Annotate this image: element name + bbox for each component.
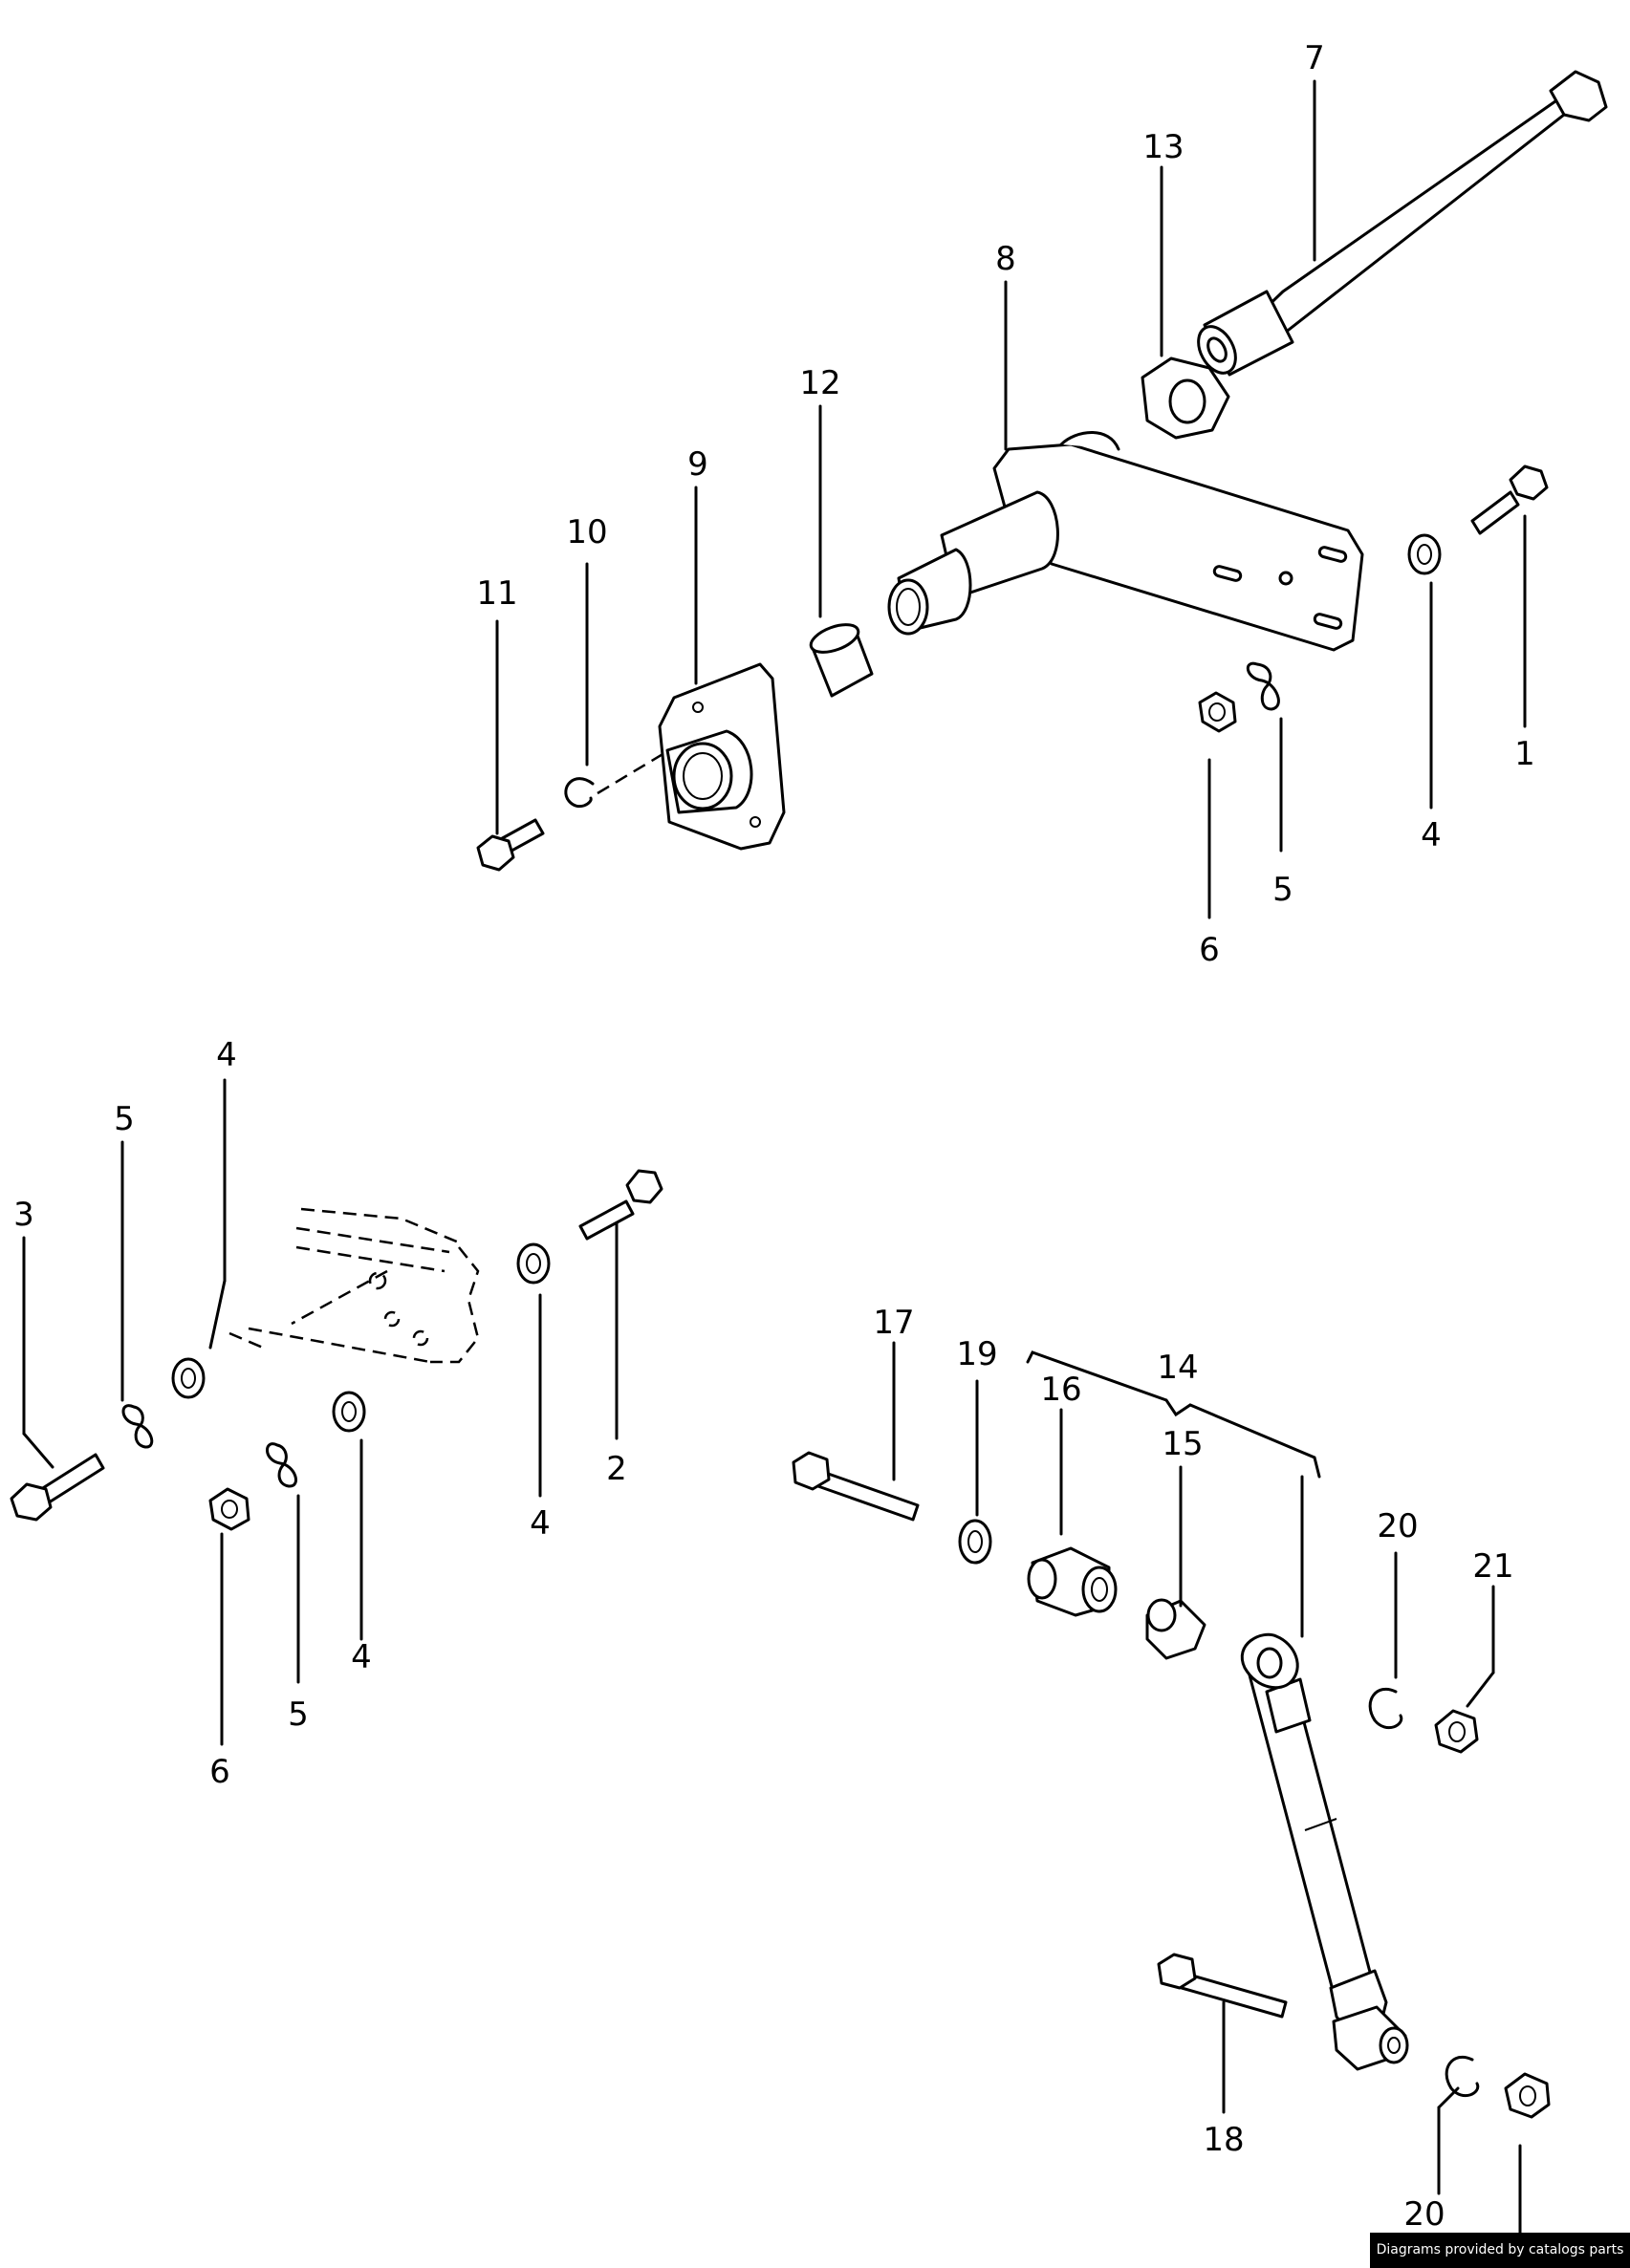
callout-1: 1: [1514, 735, 1535, 773]
callout-20-lower: 20: [1403, 2195, 1445, 2234]
hex-nut-lower: [1504, 2072, 1551, 2119]
callout-15: 15: [1162, 1425, 1203, 1463]
hex-nut-21: [1434, 1709, 1479, 1754]
callout-14: 14: [1157, 1349, 1198, 1387]
lock-washer-20-lower: [1445, 2055, 1480, 2098]
callout-19: 19: [956, 1335, 997, 1373]
callout-11: 11: [476, 574, 517, 613]
torsion-bar: [1197, 70, 1608, 377]
callout-10: 10: [566, 513, 607, 551]
callout-8: 8: [995, 240, 1016, 278]
shock-absorber: [1240, 1632, 1409, 2071]
bolt-1: [1470, 464, 1549, 535]
dash-10-9: [597, 748, 670, 795]
bushing: [809, 623, 874, 698]
callout-7: 7: [1304, 39, 1325, 77]
callout-16: 16: [1040, 1371, 1081, 1409]
spring-plate-arm: [887, 431, 1364, 652]
washer-19: [958, 1519, 992, 1565]
bolt-2: [578, 1169, 663, 1241]
callout-13: 13: [1142, 128, 1184, 166]
callout-21: 21: [1472, 1547, 1513, 1586]
bolt-17: [792, 1451, 920, 1522]
lock-washer-20-upper: [1368, 1687, 1403, 1730]
frame-bracket-dashed: [228, 1207, 480, 1364]
bolt-3: [10, 1453, 105, 1522]
leader-20-lower-tail: [1437, 2086, 1460, 2109]
callout-4-left: 4: [216, 1036, 237, 1074]
callout-3: 3: [13, 1196, 34, 1234]
bolt-11: [476, 818, 545, 872]
callout-12: 12: [799, 364, 840, 402]
callout-2: 2: [606, 1450, 627, 1488]
housing-cover: [658, 662, 786, 851]
callout-9: 9: [687, 445, 708, 484]
washer-left-upper: [171, 1357, 206, 1399]
lock-plate-left: [121, 1404, 154, 1449]
callout-6-left: 6: [209, 1753, 230, 1791]
split-lock-washer: [564, 777, 595, 809]
bolt-18: [1157, 1953, 1288, 2019]
callout-4-midright: 4: [530, 1504, 551, 1543]
lock-plate-top: [1247, 661, 1280, 711]
callout-4-top: 4: [1421, 816, 1442, 854]
castle-nut: [1141, 356, 1230, 440]
callout-6-top: 6: [1199, 931, 1220, 969]
leader-21-tail: [1466, 1671, 1495, 1708]
callout-5-top: 5: [1272, 871, 1293, 909]
bracket-14: [1026, 1350, 1321, 1479]
callout-20-upper: 20: [1377, 1507, 1418, 1545]
callout-5-left: 5: [114, 1100, 135, 1138]
washer-top: [1407, 533, 1442, 575]
rubber-bushing: [1027, 1546, 1118, 1617]
washer-left-lower: [332, 1391, 366, 1433]
credit-badge: Diagrams provided by catalogs parts: [1370, 2233, 1630, 2268]
hex-nut-top: [1198, 691, 1237, 733]
callout-5-mid: 5: [288, 1696, 309, 1734]
callout-4-leftlower: 4: [351, 1638, 372, 1676]
callout-18: 18: [1203, 2121, 1244, 2159]
leader-3-tail: [22, 1432, 54, 1469]
leader-4-left-tail: [208, 1279, 227, 1350]
washer-mid-right: [516, 1242, 551, 1285]
callout-17: 17: [873, 1304, 914, 1342]
lock-plate-mid: [266, 1442, 297, 1488]
sleeve: [1145, 1598, 1206, 1660]
hex-nut-left: [208, 1487, 250, 1531]
